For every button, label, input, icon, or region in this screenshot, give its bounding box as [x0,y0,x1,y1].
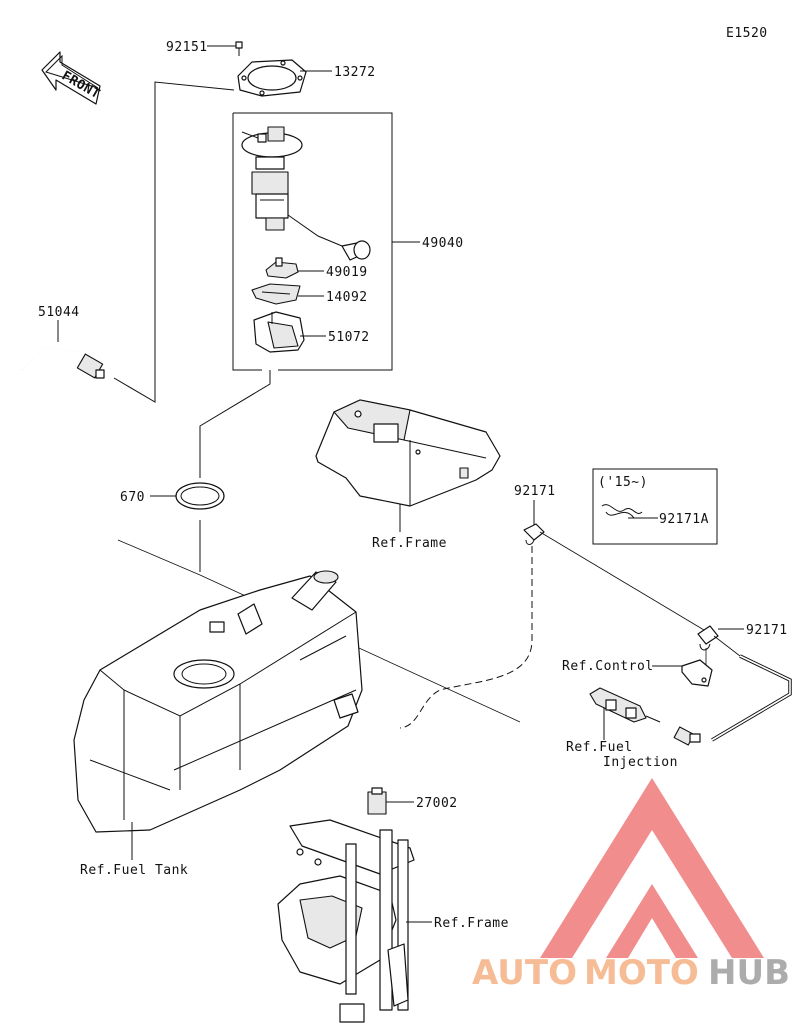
inset-box: ('15~) 92171A [592,468,718,545]
callout-51044: 51044 [38,305,80,320]
ref-fuel-injection-2: Injection [603,755,678,770]
ref-fuel-injection-1: Ref.Fuel [566,740,633,755]
ref-frame-top: Ref.Frame [372,536,447,551]
fuel-injection-part [589,687,661,723]
part-51072 [253,311,305,353]
fuel-tank [73,570,363,833]
diagram-code: E1520 [726,26,768,41]
part-49019 [265,257,299,279]
oring-670 [175,482,225,510]
callout-14092: 14092 [326,290,368,305]
watermark-logo: AUTO MOTO HUB [472,778,790,993]
callout-670: 670 [120,490,145,505]
callout-92151: 92151 [166,40,208,55]
watermark-part2: MOTO [584,953,699,993]
inset-label: ('15~) [598,475,648,490]
callout-49019: 49019 [326,265,368,280]
control-bracket [681,659,713,687]
connector-27002 [367,787,387,815]
clamp-92171-right [697,625,719,651]
ref-control: Ref.Control [562,659,654,674]
callout-27002: 27002 [416,796,458,811]
plate-13272 [237,59,307,97]
front-arrow-icon: FRONT [41,51,103,105]
part-14092 [251,283,301,305]
callout-51072: 51072 [328,330,370,345]
frame-bottom [277,819,415,1023]
fuel-hose-51044 [21,345,119,541]
callout-92171-right: 92171 [746,623,788,638]
callout-13272: 13272 [334,65,376,80]
callout-49040: 49040 [422,236,464,251]
injection-hose [673,654,792,746]
clip-92171a [601,504,643,519]
frame-top [315,399,501,507]
watermark-part1: AUTO [472,953,577,993]
callout-92171a: 92171A [659,512,709,527]
fuel-pump-49040 [241,126,371,261]
bolt-92151 [235,41,243,56]
clamp-92171-top [523,523,545,545]
ref-frame-bottom: Ref.Frame [434,916,509,931]
watermark-part3: HUB [708,953,790,993]
callout-92171-top: 92171 [514,484,556,499]
ref-fuel-tank: Ref.Fuel Tank [80,863,188,878]
